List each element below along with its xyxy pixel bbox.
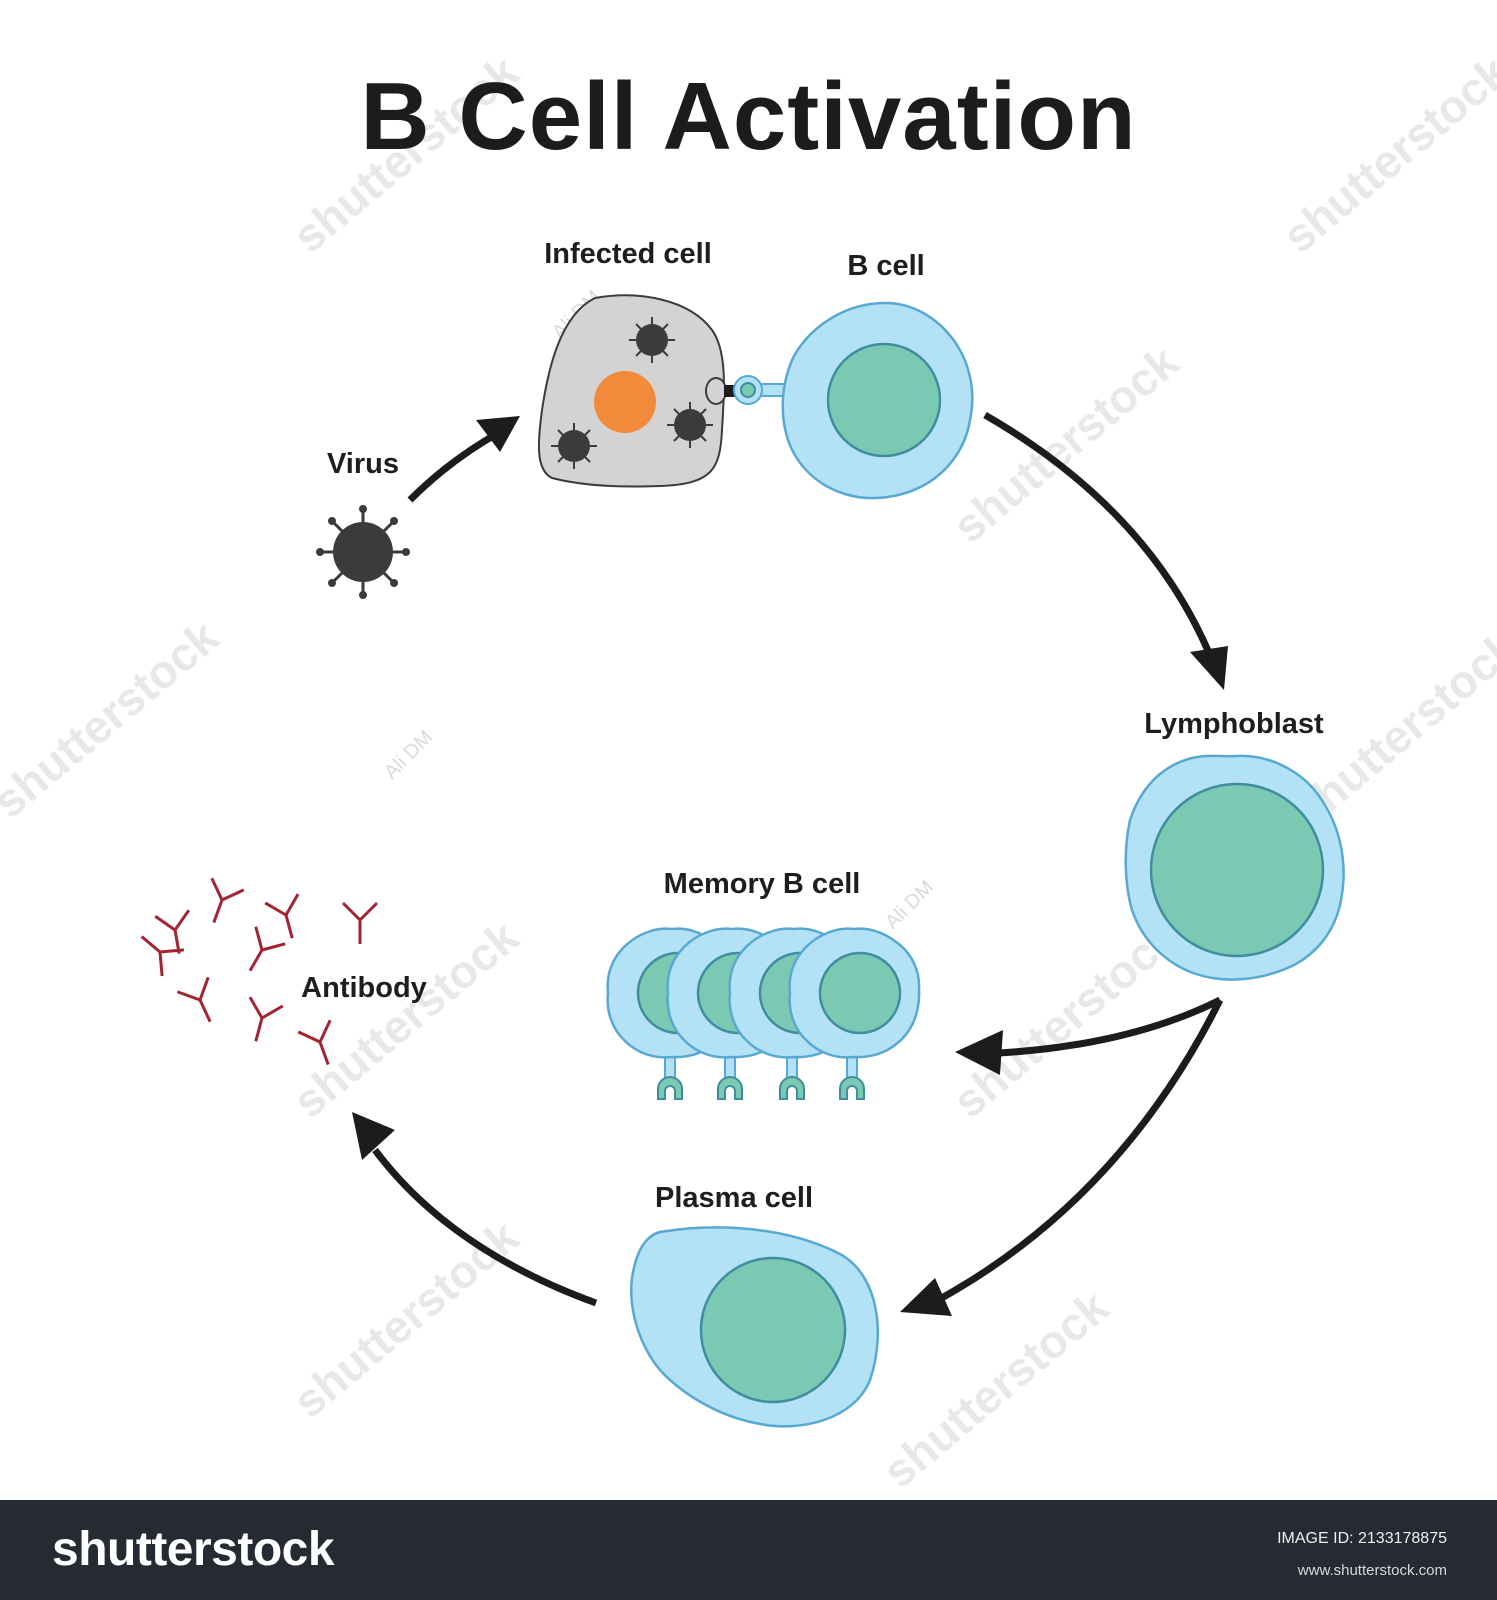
arrows [372,411,1224,1307]
antibody-icon [263,892,311,945]
label-b-cell: B cell [847,250,925,282]
diagram: shutterstock shutterstock shutterstock s… [0,45,1497,1498]
watermark-author-text: Ali DM [380,726,437,783]
watermark-author-text: Ali DM [881,876,938,933]
antibody-icon [341,901,379,946]
virus-icon [314,503,412,601]
memory-b-cell-group [606,927,921,1100]
footer-bar: shutterstock IMAGE ID: 2133178875 www.sh… [0,1500,1497,1600]
label-antibody: Antibody [301,972,427,1004]
footer-brand-logo[interactable]: shutterstock [52,1523,335,1576]
plasma-cell-icon [630,1226,879,1428]
watermark-text: shutterstock [943,335,1188,553]
watermark-text: shutterstock [283,910,528,1128]
antibody-icon [175,975,228,1031]
memory-b-cell-icon [788,927,921,1059]
lymphoblast-icon [1124,754,1345,981]
antibody-icon [233,925,287,981]
antibody-icon [237,995,285,1048]
arrow-lymphoblast-to-memory [999,996,1222,1057]
infected-cell-icon [537,294,748,488]
footer-image-id: IMAGE ID: 2133178875 [1277,1530,1447,1547]
arrow-bcell-to-lymphoblast [983,411,1216,662]
watermark-text: shutterstock [0,610,228,828]
arrowhead-icon [476,416,520,452]
diagram-canvas: shutterstock shutterstock shutterstock s… [0,45,1497,1498]
arrow-plasma-to-antibody [372,1147,598,1307]
label-lymphoblast: Lymphoblast [1144,708,1324,740]
arrowhead-icon [900,1278,952,1316]
arrowhead-icon [352,1112,395,1160]
label-infected-cell: Infected cell [544,238,712,270]
b-cell-icon [733,301,974,500]
arrowhead-icon [1190,646,1228,690]
page-title: B Cell Activation [360,63,1137,170]
arrowheads [352,416,1228,1316]
label-virus: Virus [326,448,400,480]
label-memory-b-cell: Memory B cell [663,868,861,900]
watermark-text: shutterstock [283,1210,528,1428]
arrow-lymphoblast-to-plasma [936,998,1224,1304]
arrowhead-icon [955,1030,1003,1075]
footer-url-link[interactable]: www.shutterstock.com [1297,1562,1447,1579]
arrow-virus-to-infected-cell [407,428,502,503]
antibody-icon [196,876,246,930]
label-plasma-cell: Plasma cell [655,1182,813,1214]
